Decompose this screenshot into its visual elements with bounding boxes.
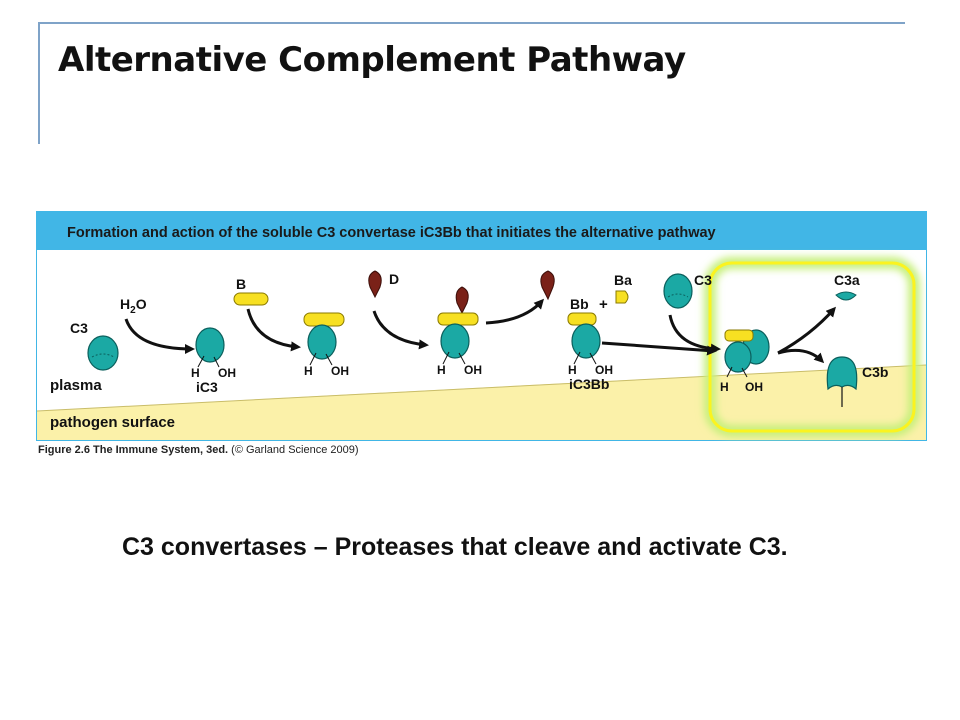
figure-caption-copyright: (© Garland Science 2009) (228, 444, 359, 456)
ic3bb-protein (571, 323, 601, 359)
factor-b-label: B (236, 276, 246, 292)
ic3bb-h-bond (573, 351, 581, 365)
c3-protein (87, 335, 119, 371)
ic3-oh-label: OH (218, 366, 236, 380)
c3b-label: C3b (862, 364, 888, 380)
ic3-label: iC3 (196, 379, 218, 395)
pathogen-surface-label: pathogen surface (50, 414, 175, 431)
ic3b-h-bond (309, 352, 317, 366)
d-binding-arrow (372, 310, 429, 350)
figure-caption-source: Figure 2.6 The Immune System, 3ed. (38, 444, 229, 456)
ic3bd-h-bond (442, 351, 450, 365)
ic3b-oh-label: OH (331, 364, 349, 378)
c3a-fragment (835, 291, 857, 301)
b-binding-arrow (246, 308, 301, 352)
complex-h-label: H (720, 380, 729, 394)
ba-label: Ba (614, 272, 632, 288)
ic3bd-protein (440, 323, 470, 359)
ic3b-h-label: H (304, 364, 313, 378)
ic3bb-oh-label: OH (595, 363, 613, 377)
slide-body-text: C3 convertases – Proteases that cleave a… (122, 533, 788, 561)
c3-label: C3 (70, 320, 88, 336)
convertase-arrow (601, 341, 717, 356)
slide-title: Alternative Complement Pathway (58, 40, 686, 80)
plus-sign: + (599, 296, 608, 313)
ic3bd-h-label: H (437, 363, 446, 377)
figure-caption: Figure 2.6 The Immune System, 3ed. (© Ga… (38, 444, 359, 456)
complex-h-bond (726, 366, 733, 378)
factor-b-protein (233, 292, 269, 306)
factor-d-label: D (389, 271, 399, 287)
plasma-label: plasma (50, 377, 102, 394)
slide-frame-top-line (40, 22, 905, 24)
c3a-release-arrow (777, 306, 836, 355)
second-c3-label: C3 (694, 272, 712, 288)
ic3-oh-bond (213, 356, 220, 368)
bb-label: Bb (570, 296, 589, 312)
ic3-h-label: H (191, 366, 200, 380)
figure-header-band (37, 212, 926, 250)
c3a-label: C3a (834, 272, 860, 288)
c3b-fragment (826, 356, 858, 391)
ic3b-factor-b (303, 312, 345, 327)
ic3bd-oh-bond (458, 352, 466, 365)
c3-dashed-bond (91, 353, 115, 358)
second-c3-protein (663, 273, 693, 309)
ba-fragment (615, 290, 629, 304)
complex-ic3-protein (724, 341, 752, 373)
complex-oh-bond (741, 367, 748, 378)
pathogen-surface-area (37, 365, 926, 440)
complex-oh-label: OH (745, 380, 763, 394)
figure-header: Formation and action of the soluble C3 c… (67, 225, 716, 241)
ic3bb-oh-bond (589, 352, 597, 365)
water-label: H2O (120, 296, 147, 316)
d-release-arrow (485, 298, 545, 325)
hydrolysis-arrow (124, 318, 195, 354)
ic3b-oh-bond (325, 353, 333, 366)
ic3bd-factor-b (437, 312, 479, 326)
pathway-figure: Formation and action of the soluble C3 c… (36, 211, 927, 441)
ic3b-protein (307, 324, 337, 360)
second-c3-dashed-bond (667, 293, 689, 298)
factor-d-protein (368, 270, 382, 299)
ic3bd-oh-label: OH (464, 363, 482, 377)
released-factor-d (540, 270, 555, 301)
ic3-protein (195, 327, 225, 363)
slide-frame-left-line (38, 22, 40, 144)
ic3bb-label: iC3Bb (569, 376, 609, 392)
pathway-diagram: Formation and action of the soluble C3 c… (36, 211, 927, 441)
ic3-h-bond (197, 355, 205, 368)
c3b-release-arrow (777, 348, 825, 364)
complex-factor-bb (724, 329, 754, 342)
ic3bb-factor-bb (567, 312, 597, 326)
ic3bb-h-label: H (568, 363, 577, 377)
